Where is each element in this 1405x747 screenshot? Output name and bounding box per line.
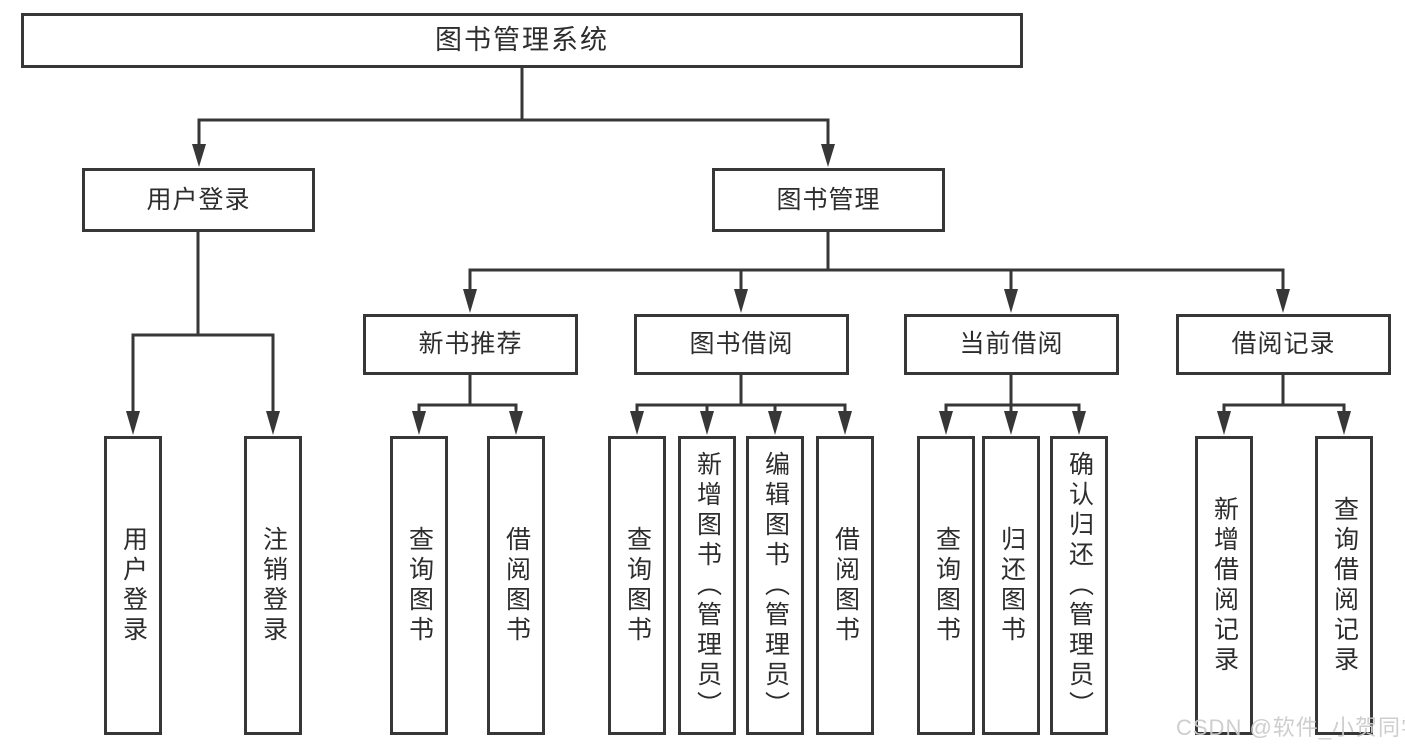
arrowhead-icon [838, 411, 852, 435]
leaf-nbr-query-books: 查询图书 [390, 436, 448, 735]
arrowhead-icon [821, 144, 835, 167]
edge-borrow-records-bracket [1222, 403, 1346, 412]
edge-book-borrow-bracket [635, 403, 847, 412]
arrowhead-icon [412, 411, 426, 435]
arrowhead-icon [700, 411, 714, 435]
leaf-cb-return-books: 归还图书 [982, 436, 1040, 735]
arrowhead-icon [1337, 411, 1351, 435]
arrowhead-icon [1004, 411, 1018, 435]
leaf-bb-borrow-books: 借阅图书 [816, 436, 874, 735]
arrowhead-icon [768, 411, 782, 435]
leaf-br-query-record: 查询借阅记录 [1315, 436, 1373, 735]
arrowhead-icon [1072, 411, 1086, 435]
leaf-cb-query-books: 查询图书 [917, 436, 975, 735]
arrowheads [126, 144, 1351, 435]
arrowhead-icon [266, 411, 280, 435]
leaf-nbr-borrow-books: 借阅图书 [487, 436, 545, 735]
arrowhead-icon [126, 411, 140, 435]
edge-new-book-bracket [417, 403, 518, 412]
edge-book-mgmt-bracket [468, 268, 1285, 290]
arrowhead-icon [1004, 289, 1018, 313]
watermark: CSDN @软件_小贺同学 [1176, 715, 1405, 740]
node-root: 图书管理系统 [21, 13, 1023, 68]
connector-paths [131, 68, 1346, 412]
edge-root-bracket [197, 118, 830, 145]
arrowhead-icon [1217, 411, 1231, 435]
leaf-cb-confirm-return-admin: 确认归还（管理员） [1050, 436, 1108, 735]
arrowhead-icon [509, 411, 523, 435]
arrowhead-icon [463, 289, 477, 313]
node-current-borrow: 当前借阅 [904, 314, 1119, 375]
leaf-bb-add-books-admin: 新增图书（管理员） [678, 436, 736, 735]
edge-user-login-bracket [131, 333, 275, 412]
arrowhead-icon [630, 411, 644, 435]
leaf-br-add-record: 新增借阅记录 [1195, 436, 1253, 735]
arrowhead-icon [734, 289, 748, 313]
node-borrow-records: 借阅记录 [1176, 314, 1391, 375]
node-new-book-recommend: 新书推荐 [363, 314, 578, 375]
arrowhead-icon [192, 144, 206, 167]
leaf-logout: 注销登录 [244, 436, 302, 735]
leaf-bb-edit-books-admin: 编辑图书（管理员） [746, 436, 804, 735]
node-book-management: 图书管理 [712, 168, 945, 232]
arrowhead-icon [939, 411, 953, 435]
arrowhead-icon [1276, 289, 1290, 313]
leaf-bb-query-books: 查询图书 [608, 436, 666, 735]
node-user-login: 用户登录 [82, 168, 315, 232]
leaf-user-login: 用户登录 [104, 436, 162, 735]
node-book-borrow: 图书借阅 [634, 314, 849, 375]
